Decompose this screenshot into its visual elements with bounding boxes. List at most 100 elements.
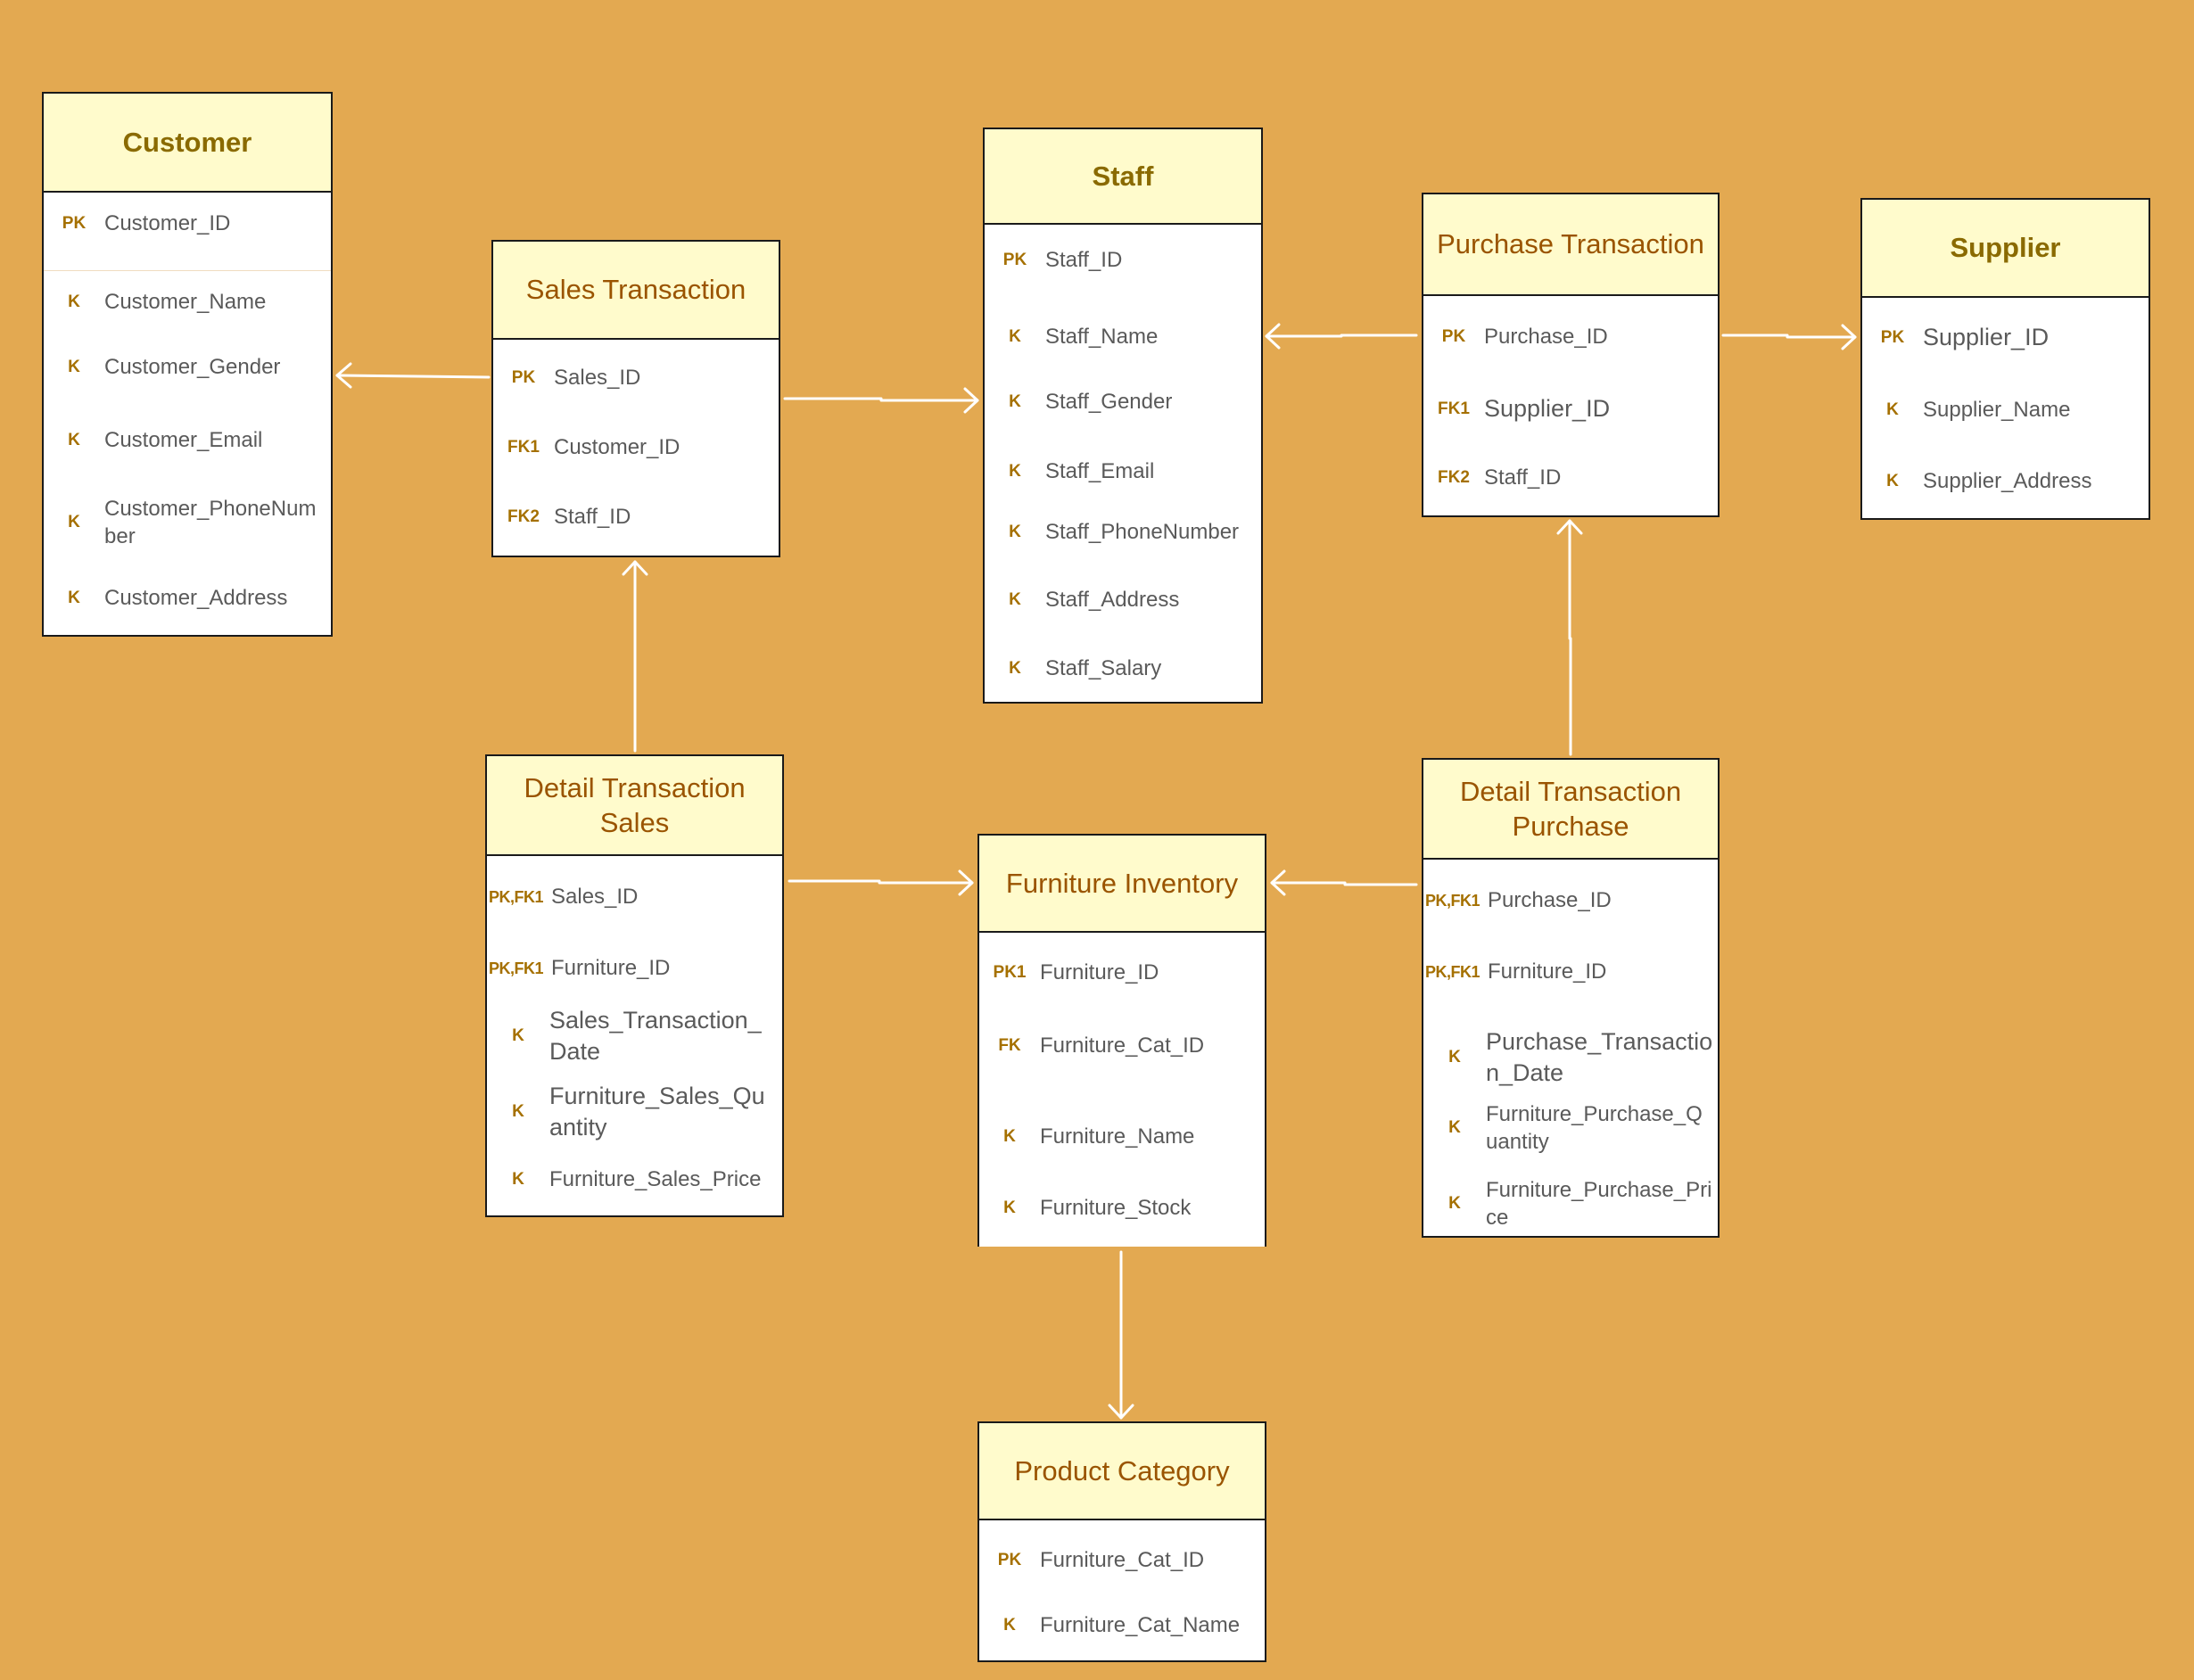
- field-row: PK Supplier_ID: [1862, 318, 2149, 358]
- arrow-detail-sales-to-sales: [622, 560, 648, 753]
- field-row: FK1 Supplier_ID: [1423, 390, 1718, 429]
- field-name: Staff_Name: [1045, 325, 1159, 350]
- field-row: K Furniture_Purchase_Quantity: [1423, 1094, 1718, 1162]
- key-badge: PK: [1441, 327, 1466, 346]
- key-badge: K: [1003, 1198, 1016, 1217]
- key-badge: K: [512, 1026, 524, 1045]
- field-name: Furniture_Cat_Name: [1040, 1613, 1241, 1638]
- field-row: K Staff_PhoneNumber: [985, 515, 1261, 550]
- field-name: Purchase_ID: [1488, 888, 1612, 913]
- key-badge: K: [1448, 1118, 1461, 1137]
- field-name: Furniture_ID: [1040, 960, 1159, 985]
- field-name: Sales_Transaction_Date: [549, 1006, 762, 1065]
- field-row: K Customer_Name: [44, 284, 331, 320]
- entity-detail-transaction-purchase: Detail Transaction Purchase PK,FK1 Purch…: [1422, 758, 1720, 1238]
- key-badge: FK2: [1438, 468, 1470, 487]
- entity-title: Detail Transaction Sales: [487, 756, 782, 856]
- field-name: Sales_ID: [551, 885, 639, 910]
- field-row: K Furniture_Stock: [979, 1190, 1265, 1226]
- key-badge: K: [1448, 1194, 1461, 1213]
- field-name: Furniture_Stock: [1040, 1196, 1192, 1221]
- field-name: Supplier_ID: [1923, 324, 2050, 351]
- field-row: K Furniture_Purchase_Price: [1423, 1170, 1718, 1238]
- key-badge: K: [1886, 472, 1899, 490]
- key-badge: PK: [62, 214, 87, 233]
- key-badge: K: [1003, 1616, 1016, 1635]
- field-row: K Sales_Transaction_Date: [487, 1002, 782, 1070]
- key-badge: K: [1009, 590, 1021, 609]
- field-name: Customer_ID: [104, 211, 231, 236]
- field-name: Supplier_ID: [1484, 395, 1611, 423]
- field-row: PK1 Furniture_ID: [979, 955, 1265, 991]
- field-row: K Staff_Email: [985, 454, 1261, 490]
- entity-sales-transaction: Sales Transaction PK Sales_ID FK1 Custom…: [491, 240, 780, 557]
- field-name: Staff_ID: [1484, 465, 1562, 490]
- field-name: Staff_Address: [1045, 588, 1180, 613]
- field-name: Customer_Gender: [104, 355, 281, 380]
- arrow-purchase-to-staff: [1265, 323, 1418, 350]
- field-row: K Customer_PhoneNumber: [44, 490, 331, 555]
- entity-staff: Staff PK Staff_ID K Staff_Name K Staff_G…: [983, 128, 1263, 704]
- field-name: Purchase_ID: [1484, 325, 1608, 350]
- arrow-purchase-to-supplier: [1721, 324, 1857, 350]
- key-badge: PK1: [993, 963, 1027, 982]
- field-row: K Supplier_Address: [1862, 464, 2149, 499]
- field-name: Furniture_Sales_Price: [549, 1167, 762, 1192]
- field-name: Purchase_Transaction_Date: [1486, 1027, 1713, 1086]
- field-name: Staff_Email: [1045, 459, 1155, 484]
- field-row: K Customer_Email: [44, 423, 331, 458]
- key-badge: K: [68, 358, 80, 376]
- field-row: K Staff_Name: [985, 319, 1261, 355]
- field-name: Furniture_Purchase_Quantity: [1486, 1101, 1703, 1154]
- field-name: Furniture_ID: [551, 956, 671, 981]
- field-name: Customer_Email: [104, 428, 263, 453]
- key-badge: PK,FK1: [489, 887, 544, 906]
- entity-furniture-inventory: Furniture Inventory PK1 Furniture_ID FK …: [977, 834, 1266, 1247]
- key-badge: PK: [511, 368, 536, 387]
- key-badge: PK,FK1: [1425, 962, 1481, 981]
- entity-title: Supplier: [1862, 200, 2149, 298]
- key-badge: K: [1009, 523, 1021, 541]
- arrow-furniture-to-category: [1108, 1250, 1134, 1420]
- arrow-detail-purchase-to-furniture: [1270, 869, 1418, 896]
- field-name: Sales_ID: [554, 366, 641, 391]
- field-row: PK Customer_ID: [44, 206, 331, 242]
- key-badge: PK: [1880, 328, 1905, 347]
- field-row: PK Sales_ID: [493, 360, 779, 396]
- field-row: K Customer_Address: [44, 581, 331, 616]
- field-name: Staff_ID: [554, 505, 631, 530]
- key-badge: PK,FK1: [1425, 891, 1481, 910]
- key-badge: PK: [997, 1551, 1022, 1569]
- entity-title: Detail Transaction Purchase: [1423, 760, 1718, 860]
- field-row: K Staff_Address: [985, 582, 1261, 618]
- field-name: Staff_ID: [1045, 248, 1123, 273]
- key-badge: K: [1009, 462, 1021, 481]
- field-row: K Furniture_Cat_Name: [979, 1608, 1265, 1643]
- arrow-sales-to-staff: [783, 387, 979, 414]
- key-badge: FK1: [1438, 399, 1470, 418]
- key-badge: K: [512, 1170, 524, 1189]
- key-badge: PK: [1002, 251, 1027, 269]
- key-badge: K: [1886, 400, 1899, 419]
- key-badge: K: [68, 589, 80, 607]
- field-name: Customer_ID: [554, 435, 680, 460]
- entity-title: Purchase Transaction: [1423, 194, 1718, 296]
- field-row: PK Purchase_ID: [1423, 319, 1718, 355]
- field-row: FK2 Staff_ID: [1423, 460, 1718, 496]
- field-name: Furniture_Cat_ID: [1040, 1548, 1205, 1573]
- field-name: Customer_Name: [104, 290, 267, 315]
- arrow-detail-purchase-to-purchase: [1556, 519, 1583, 756]
- entity-product-category: Product Category PK Furniture_Cat_ID K F…: [977, 1421, 1266, 1662]
- key-badge: K: [1009, 659, 1021, 678]
- key-badge: K: [1009, 392, 1021, 411]
- field-row: K Supplier_Name: [1862, 392, 2149, 428]
- field-name: Supplier_Name: [1923, 398, 2071, 423]
- field-row: K Furniture_Sales_Price: [487, 1162, 782, 1198]
- field-row: FK Furniture_Cat_ID: [979, 1028, 1265, 1064]
- entity-supplier: Supplier PK Supplier_ID K Supplier_Name …: [1860, 198, 2150, 520]
- field-name: Furniture_Cat_ID: [1040, 1034, 1205, 1058]
- key-badge: PK,FK1: [489, 959, 544, 977]
- key-badge: K: [1003, 1127, 1016, 1146]
- key-badge: K: [1009, 327, 1021, 346]
